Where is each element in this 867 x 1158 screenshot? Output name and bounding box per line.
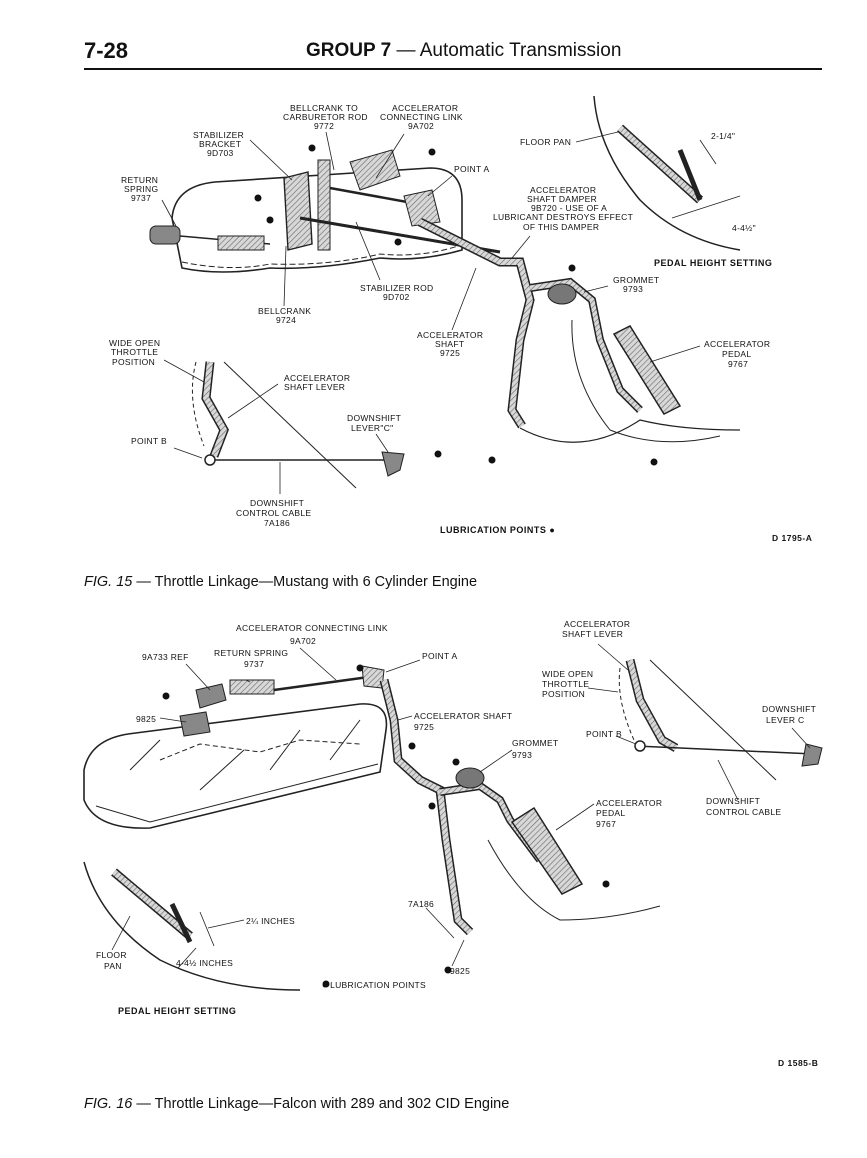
svg-text:LUBRICANT DESTROYS EFFECT: LUBRICANT DESTROYS EFFECT [493,212,633,222]
fig15-caption: FIG. 15 — Throttle Linkage—Mustang with … [84,574,477,590]
svg-text:ACCELERATOR: ACCELERATOR [704,339,770,349]
svg-text:4-4½": 4-4½" [732,223,756,233]
svg-text:PEDAL: PEDAL [596,808,625,818]
svg-text:7A186: 7A186 [264,518,290,528]
svg-text:LEVER"C": LEVER"C" [351,423,393,433]
fig15-diagram: BELLCRANK TO CARBURETOR ROD 9772 ACCELER… [109,95,772,535]
svg-text:ACCELERATOR CONNECTING LINK: ACCELERATOR CONNECTING LINK [236,623,388,633]
svg-text:PAN: PAN [104,961,122,971]
svg-text:SHAFT LEVER: SHAFT LEVER [284,382,345,392]
svg-text:GROMMET: GROMMET [512,738,558,748]
svg-text:WIDE OPEN: WIDE OPEN [542,669,593,679]
svg-text:SHAFT: SHAFT [435,339,464,349]
svg-text:CONTROL CABLE: CONTROL CABLE [706,807,781,817]
svg-text:9825: 9825 [450,966,470,976]
svg-text:9D702: 9D702 [383,292,410,302]
svg-text:BELLCRANK TO: BELLCRANK TO [290,103,358,113]
svg-text:9D703: 9D703 [207,148,234,158]
svg-text:ACCELERATOR: ACCELERATOR [564,619,630,629]
svg-text:ACCELERATOR SHAFT: ACCELERATOR SHAFT [414,711,512,721]
fig15-labels: BELLCRANK TO CARBURETOR ROD 9772 ACCELER… [109,103,772,535]
svg-text:PEDAL HEIGHT SETTING: PEDAL HEIGHT SETTING [654,258,772,268]
svg-text:9A702: 9A702 [408,121,434,131]
svg-text:SHAFT DAMPER: SHAFT DAMPER [527,194,597,204]
svg-text:FLOOR PAN: FLOOR PAN [520,137,571,147]
svg-text:POINT A: POINT A [422,651,458,661]
fig16-caption: FIG. 16 — Throttle Linkage—Falcon with 2… [84,1096,509,1112]
svg-text:BELLCRANK: BELLCRANK [258,306,311,316]
svg-text:GROMMET: GROMMET [613,275,659,285]
svg-text:ACCELERATOR: ACCELERATOR [530,185,596,195]
svg-text:9A702: 9A702 [290,636,316,646]
svg-text:WIDE OPEN: WIDE OPEN [109,338,160,348]
svg-text:DOWNSHIFT: DOWNSHIFT [706,796,760,806]
svg-text:RETURN SPRING: RETURN SPRING [214,648,288,658]
svg-text:RETURN: RETURN [121,175,158,185]
svg-text:9737: 9737 [131,193,151,203]
svg-text:9772: 9772 [314,121,334,131]
svg-text:THROTTLE: THROTTLE [542,679,589,689]
svg-text:DOWNSHIFT: DOWNSHIFT [347,413,401,423]
fig16-title: — Throttle Linkage—Falcon with 289 and 3… [132,1096,510,1112]
svg-text:9B720 - USE OF A: 9B720 - USE OF A [531,203,607,213]
svg-text:STABILIZER ROD: STABILIZER ROD [360,283,433,293]
svg-text:CARBURETOR ROD: CARBURETOR ROD [283,112,368,122]
svg-text:DOWNSHIFT: DOWNSHIFT [762,704,816,714]
header-rule [84,68,822,70]
svg-text:7A186: 7A186 [408,899,434,909]
svg-text:SHAFT LEVER: SHAFT LEVER [562,629,623,639]
svg-text:POINT B: POINT B [586,729,622,739]
page-title: GROUP 7 — Automatic Transmission [306,40,621,62]
fig16-diagram: ACCELERATOR CONNECTING LINK 9A702 9A733 … [83,619,823,1016]
svg-text:9767: 9767 [596,819,616,829]
fig15-title: — Throttle Linkage—Mustang with 6 Cylind… [132,574,478,590]
page-number: 7-28 [84,38,129,63]
svg-text:LEVER C: LEVER C [766,715,804,725]
fig16-valve-cover [83,703,388,829]
svg-text:9A733 REF: 9A733 REF [142,652,189,662]
svg-text:POINT B: POINT B [131,436,167,446]
svg-text:9725: 9725 [440,348,460,358]
svg-text:● LUBRICATION POINTS: ● LUBRICATION POINTS [322,980,426,990]
fig16-labels: ACCELERATOR CONNECTING LINK 9A702 9A733 … [96,619,816,1016]
svg-text:ACCELERATOR: ACCELERATOR [284,373,350,383]
svg-text:CONTROL CABLE: CONTROL CABLE [236,508,311,518]
svg-text:9724: 9724 [276,315,296,325]
svg-text:PEDAL HEIGHT SETTING: PEDAL HEIGHT SETTING [118,1006,236,1016]
svg-text:9793: 9793 [623,284,643,294]
section-title: — Automatic Transmission [396,40,622,61]
svg-text:9737: 9737 [244,659,264,669]
svg-text:STABILIZER: STABILIZER [193,130,244,140]
svg-text:THROTTLE: THROTTLE [111,347,158,357]
group-name: GROUP 7 [306,40,392,61]
fig15-code: D 1795-A [772,533,813,543]
svg-text:9767: 9767 [728,359,748,369]
svg-text:ACCELERATOR: ACCELERATOR [417,330,483,340]
svg-text:9825: 9825 [136,714,156,724]
svg-text:ACCELERATOR: ACCELERATOR [596,798,662,808]
svg-text:POSITION: POSITION [112,357,155,367]
fig15-number: FIG. 15 [84,574,133,590]
svg-text:LUBRICATION POINTS ●: LUBRICATION POINTS ● [440,525,555,535]
svg-text:DOWNSHIFT: DOWNSHIFT [250,498,304,508]
svg-text:OF THIS DAMPER: OF THIS DAMPER [523,222,599,232]
svg-text:ACCELERATOR: ACCELERATOR [392,103,458,113]
svg-text:9725: 9725 [414,722,434,732]
svg-text:2-1/4": 2-1/4" [711,131,735,141]
svg-text:CONNECTING LINK: CONNECTING LINK [380,112,463,122]
svg-text:9793: 9793 [512,750,532,760]
fig16-number: FIG. 16 [84,1096,133,1112]
svg-text:POSITION: POSITION [542,689,585,699]
svg-text:FLOOR: FLOOR [96,950,127,960]
svg-text:2¼ INCHES: 2¼ INCHES [246,916,295,926]
svg-text:SPRING: SPRING [124,184,158,194]
svg-text:PEDAL: PEDAL [722,349,751,359]
svg-text:BRACKET: BRACKET [199,139,241,149]
fig16-code: D 1585-B [778,1058,819,1068]
svg-text:4-4½ INCHES: 4-4½ INCHES [176,958,233,968]
svg-text:POINT A: POINT A [454,164,490,174]
